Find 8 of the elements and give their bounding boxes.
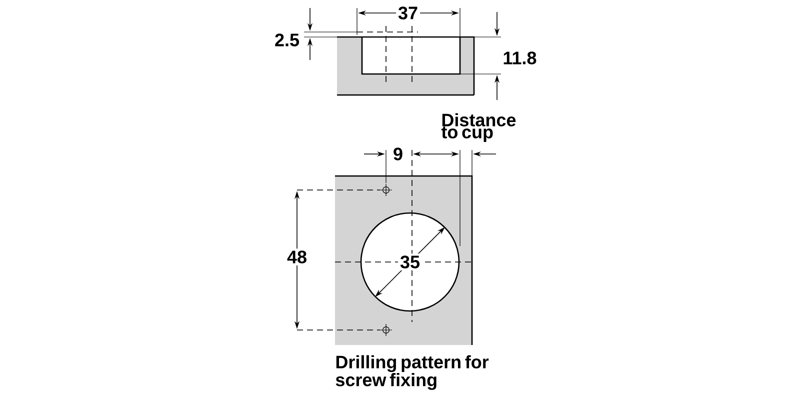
dimension-label: 2.5 [272,32,302,48]
dimension-label: 9 [391,146,405,162]
dimension-label: Distance to cup [441,113,516,142]
dimension-label: 37 [396,4,420,22]
dimension-label: 11.8 [501,50,538,66]
dimension-label: 35 [398,254,422,270]
caption: Drilling pattern for screw fixing [336,355,489,390]
dimension-label: 48 [285,248,310,266]
